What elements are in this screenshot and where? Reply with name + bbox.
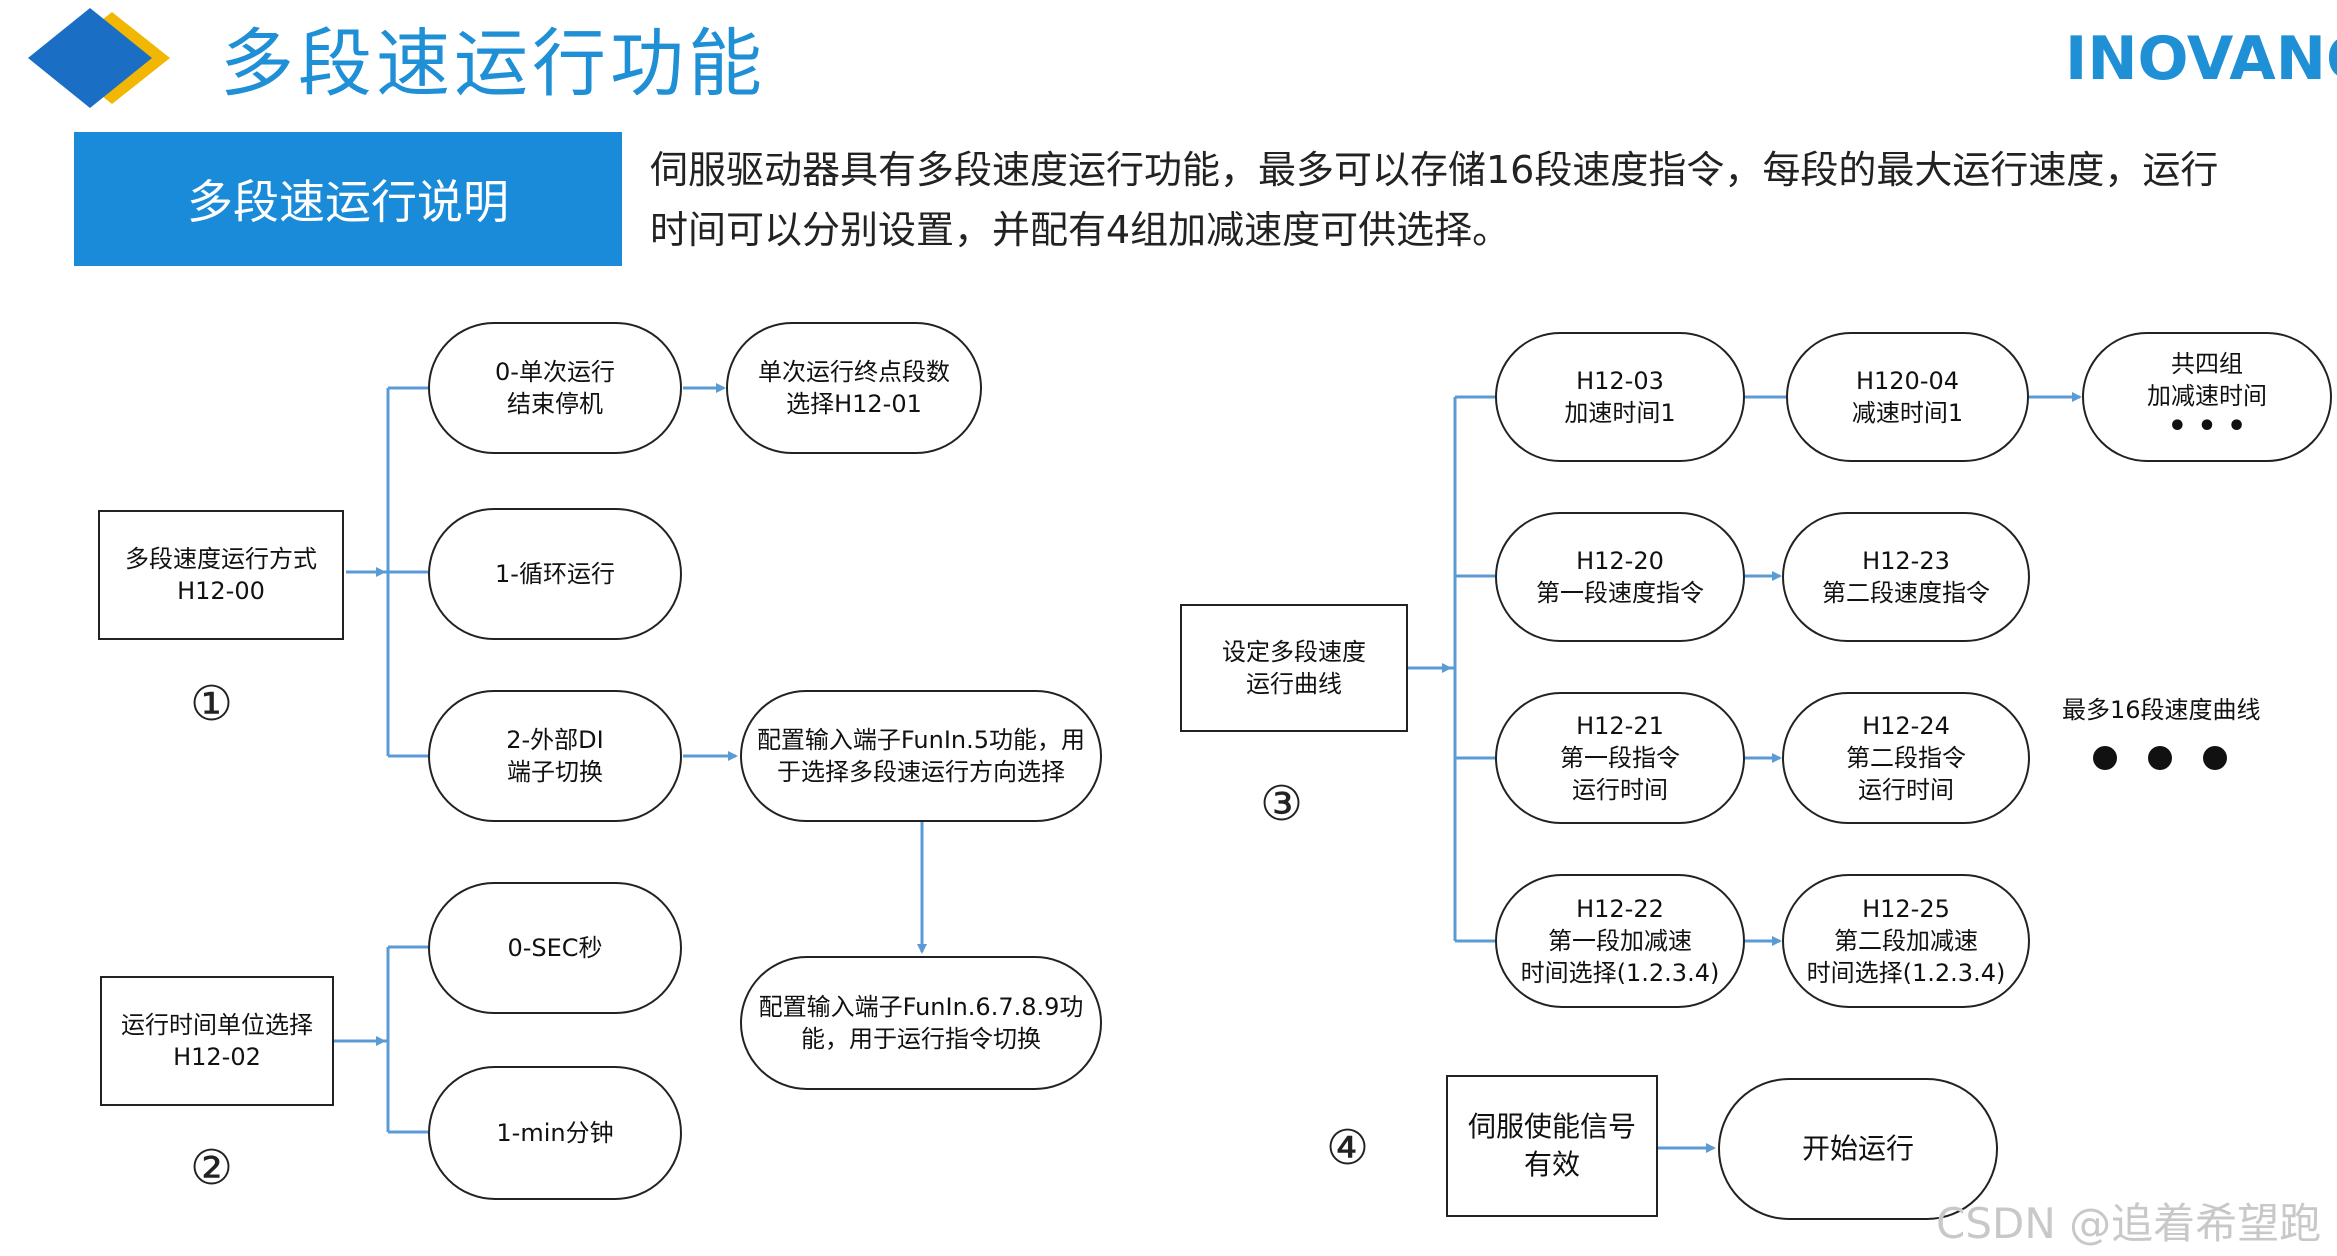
brand-logo-text: INOVANC bbox=[2065, 24, 2337, 94]
intro-text: 伺服驱动器具有多段速度运行功能，最多可以存储16段速度指令，每段的最大运行速度，… bbox=[650, 148, 2219, 252]
option-cycle-run: 1-循环运行 bbox=[428, 508, 682, 640]
page-title: 多段速运行功能 bbox=[220, 21, 766, 107]
intro-banner: 多段速运行说明 bbox=[74, 132, 622, 266]
run-time-unit-box: 运行时间单位选择 H12-02 bbox=[100, 976, 334, 1106]
accel-time-1: H12-03 加速时间1 bbox=[1495, 332, 1745, 462]
diagram-number-3: ③ bbox=[1260, 776, 1304, 832]
option-sec: 0-SEC秒 bbox=[428, 882, 682, 1014]
max-16-curves-note: 最多16段速度曲线 bbox=[2062, 696, 2261, 724]
multi-speed-mode-box: 多段速度运行方式 H12-00 bbox=[98, 510, 344, 640]
ellipsis-dot-icon bbox=[2203, 746, 2227, 770]
start-run-box: 开始运行 bbox=[1718, 1078, 1998, 1220]
segment1-speed: H12-20 第一段速度指令 bbox=[1495, 512, 1745, 642]
diagram-number-4: ④ bbox=[1326, 1120, 1370, 1176]
di-config-box: 配置输入端子FunIn.5功能，用 于选择多段速运行方向选择 bbox=[740, 690, 1102, 822]
segment1-accel-select: H12-22 第一段加减速 时间选择(1.2.3.4) bbox=[1495, 874, 1745, 1008]
option-single-run: 0-单次运行 结束停机 bbox=[428, 322, 682, 454]
di-config-box-2: 配置输入端子FunIn.6.7.8.9功 能，用于运行指令切换 bbox=[740, 956, 1102, 1090]
ellipsis-dot-icon bbox=[2148, 746, 2172, 770]
option-min: 1-min分钟 bbox=[428, 1066, 682, 1200]
speed-curve-box: 设定多段速度 运行曲线 bbox=[1180, 604, 1408, 732]
watermark: CSDN @追着希望跑 bbox=[1936, 1199, 2322, 1248]
segment2-run-time: H12-24 第二段指令 运行时间 bbox=[1782, 692, 2030, 824]
more-ellipsis: • • • bbox=[2167, 409, 2247, 444]
single-run-end-box: 单次运行终点段数 选择H12-01 bbox=[726, 322, 982, 454]
option-external-di: 2-外部DI 端子切换 bbox=[428, 690, 682, 822]
segment2-speed: H12-23 第二段速度指令 bbox=[1782, 512, 2030, 642]
logo-icon bbox=[28, 8, 170, 108]
ellipsis-dot-icon bbox=[2093, 746, 2117, 770]
servo-enable-box: 伺服使能信号 有效 bbox=[1446, 1075, 1658, 1217]
segment1-run-time: H12-21 第一段指令 运行时间 bbox=[1495, 692, 1745, 824]
diagram-number-2: ② bbox=[190, 1140, 234, 1196]
four-accel-groups-label: 共四组 加减速时间 bbox=[2147, 350, 2267, 410]
diagram-number-1: ① bbox=[190, 676, 234, 732]
decel-time-1: H120-04 减速时间1 bbox=[1786, 332, 2029, 462]
four-accel-groups: 共四组 加减速时间 • • • bbox=[2082, 332, 2332, 462]
segment2-accel-select: H12-25 第二段加减速 时间选择(1.2.3.4) bbox=[1782, 874, 2030, 1008]
